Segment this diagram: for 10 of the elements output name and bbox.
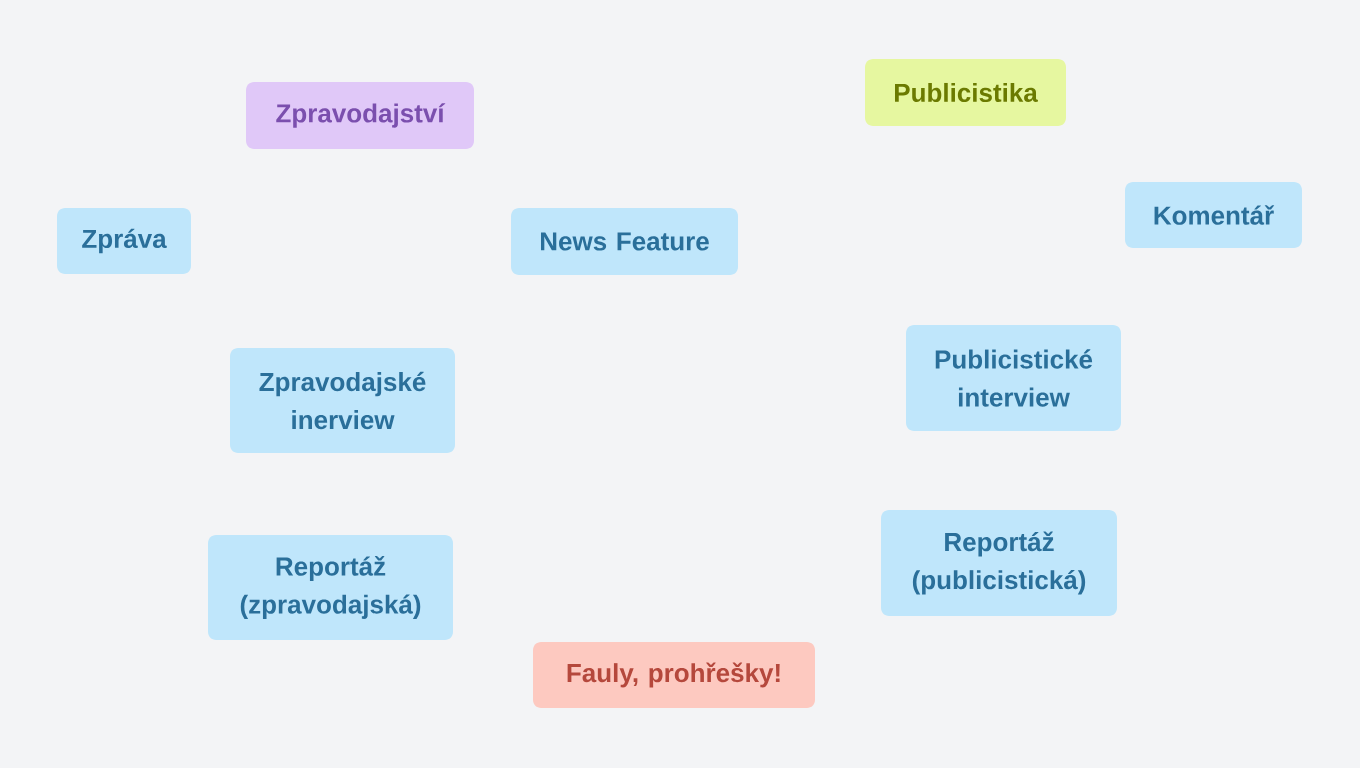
- topic-box: Publicistika: [865, 59, 1066, 126]
- topic-box: Zpráva: [57, 208, 191, 274]
- topic-box: Publicistické interview: [906, 325, 1121, 431]
- topic-box: Reportáž (zpravodajská): [208, 535, 453, 640]
- topic-box: Komentář: [1125, 182, 1302, 248]
- topic-box: Fauly, prohřešky!: [533, 642, 815, 708]
- topic-box: Zpravodajské inerview: [230, 348, 455, 453]
- topic-box: Zpravodajství: [246, 82, 474, 149]
- topic-box: Reportáž (publicistická): [881, 510, 1117, 616]
- topic-box: News Feature: [511, 208, 738, 275]
